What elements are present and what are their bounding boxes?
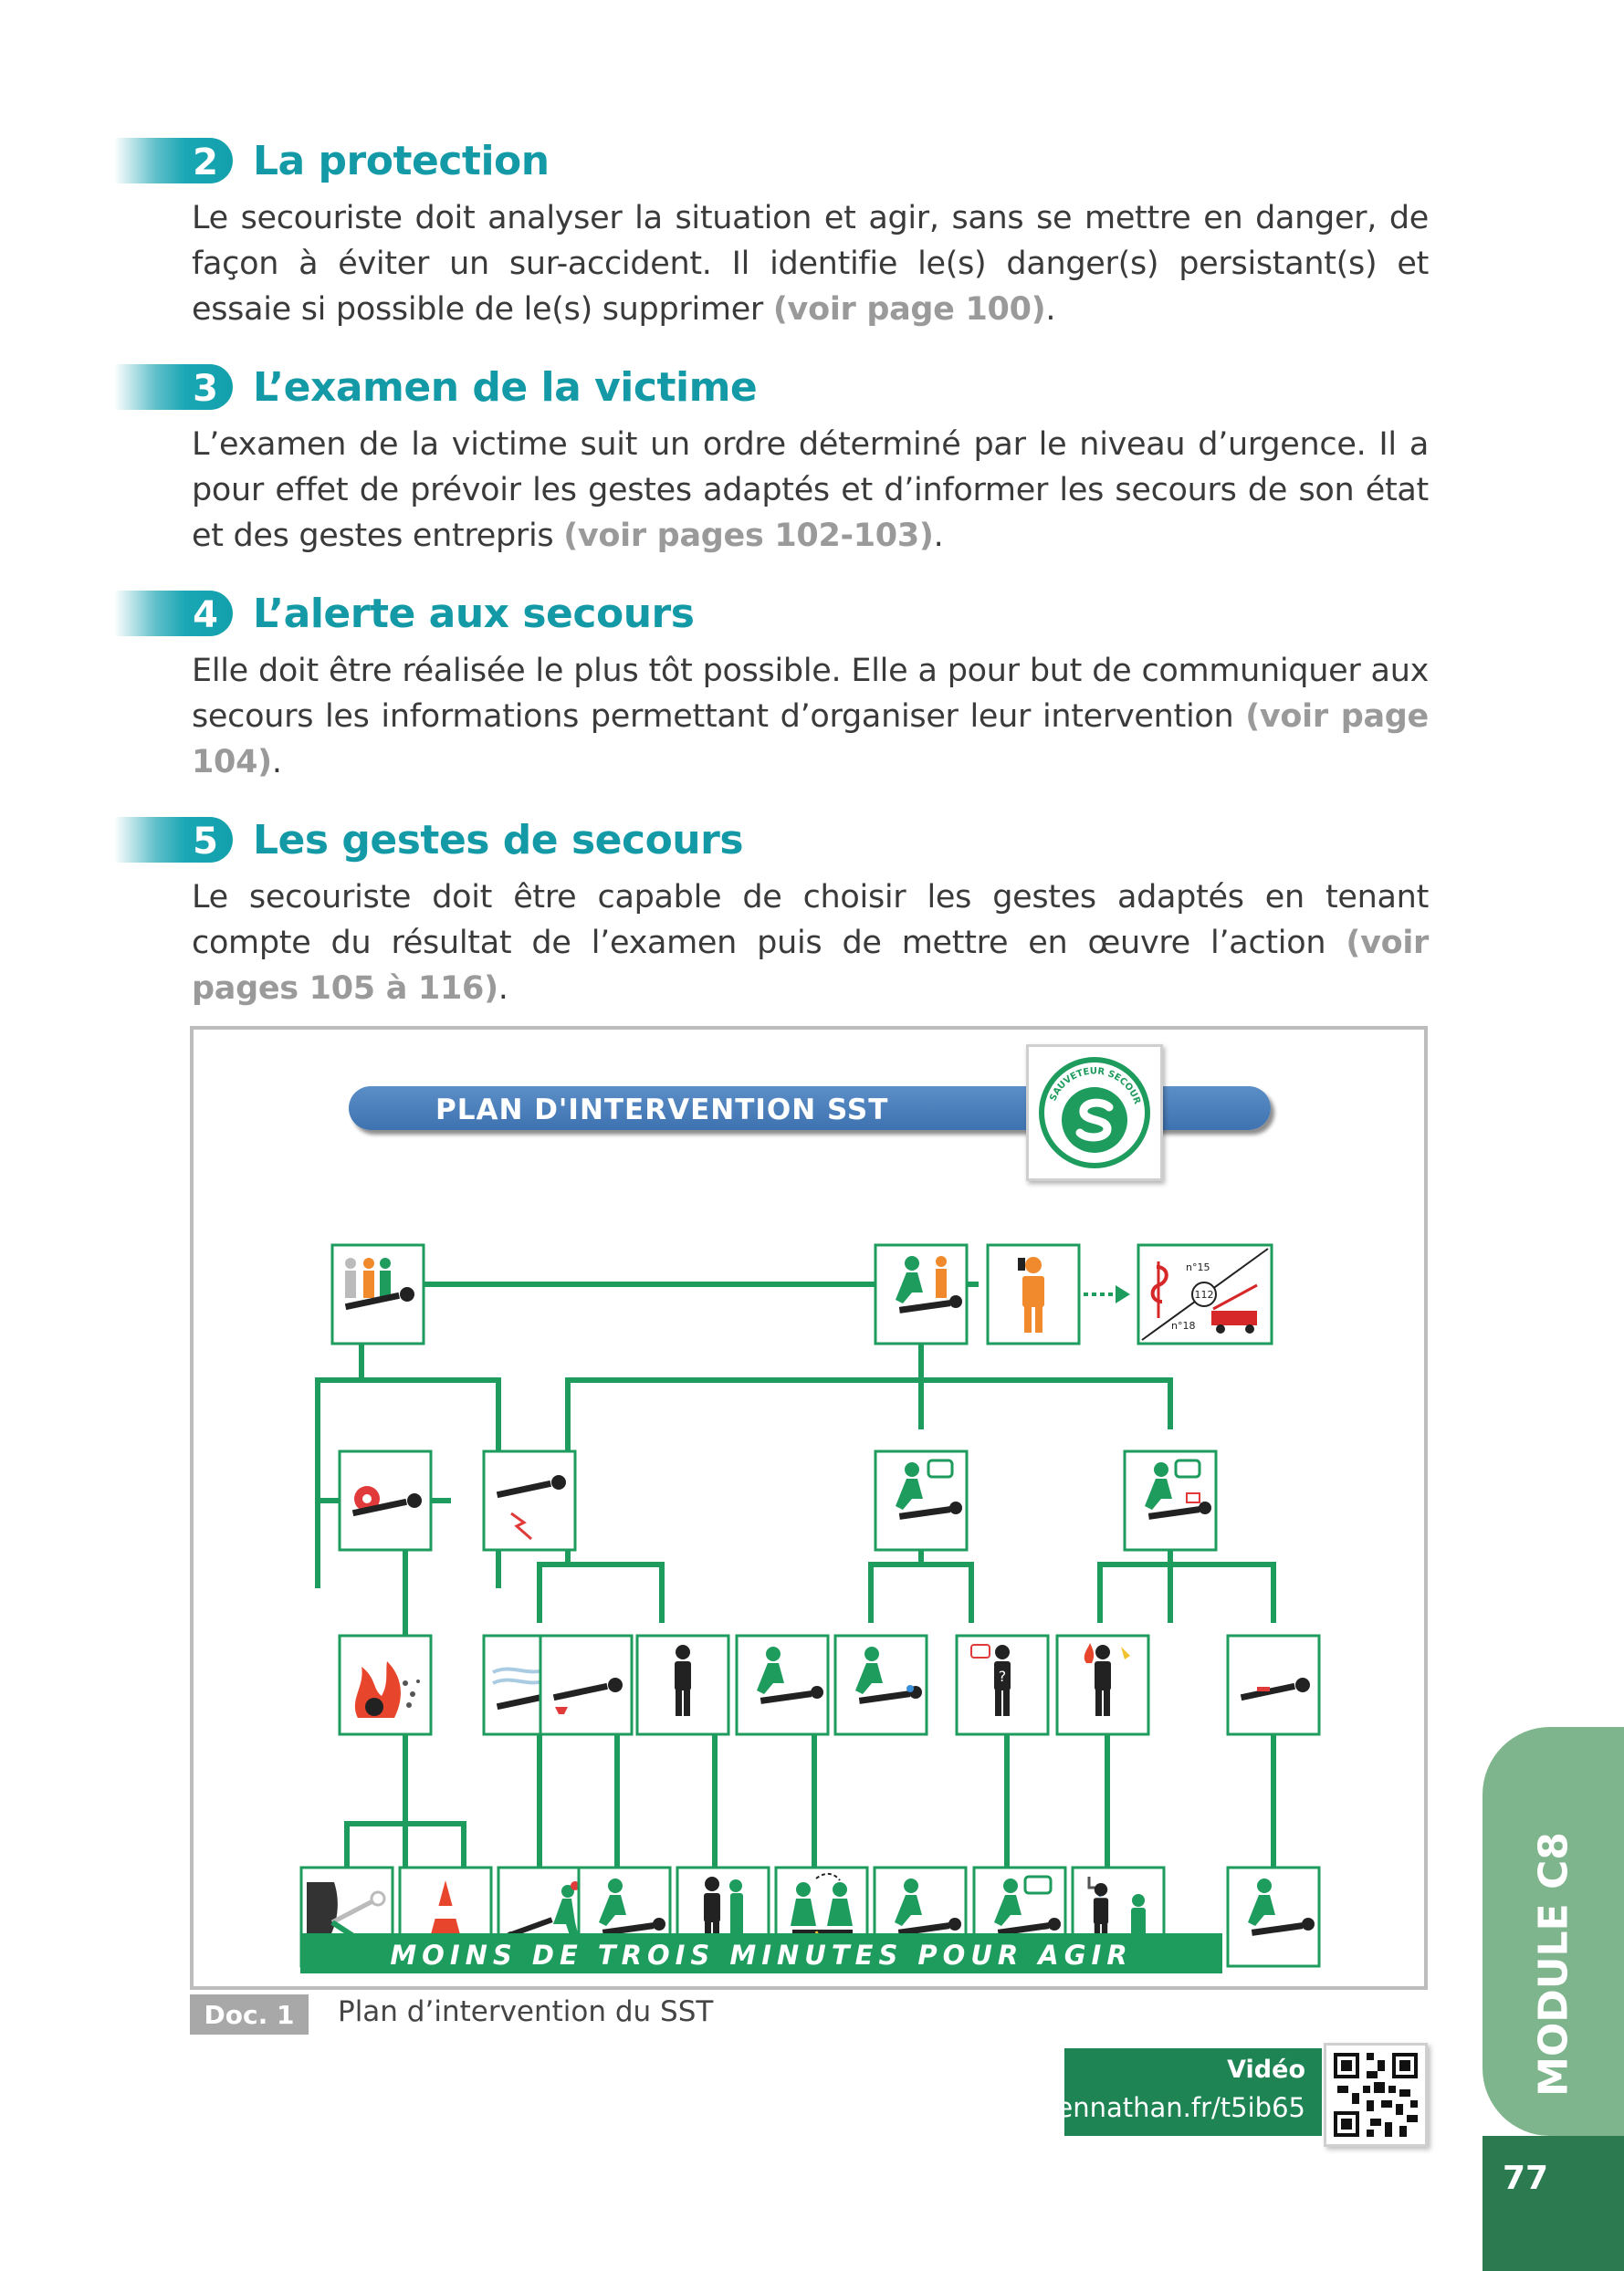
section-number-badge: 4 [114,591,233,636]
doc-label-text: Doc. 1 [204,2000,295,2030]
box-emergency-services: 112 n°15 n°18 [1137,1243,1273,1345]
box-cpr-2 [833,1634,928,1736]
section-heading: 5 Les gestes de secours [114,814,744,865]
page-reference: (voir page 104) [192,698,1429,780]
box-immobilize [1226,1866,1321,1968]
video-url[interactable]: liennathan.fr/t5ib65 [1042,2092,1305,2123]
section-number: 2 [193,141,218,183]
body-text: Le secouriste doit être capable de chois… [192,879,1429,961]
section-number-badge: 3 [114,364,233,410]
section-title: Les gestes de secours [253,816,744,863]
qr-code-graphic [1326,2046,1425,2144]
module-label: MODULE C8 [1530,1832,1577,2097]
section-title: L’alerte aux secours [253,590,695,637]
alert-number-112: 112 [1195,1289,1214,1301]
section-body: Elle doit être réalisée le plus tôt poss… [192,648,1429,785]
intervention-plan-figure: PLAN D'INTERVENTION SST SAUVETEUR SECOUR… [190,1026,1428,1990]
section-heading: 2 La protection [114,135,550,186]
section-title: La protection [253,137,550,184]
time-banner: MOINS DE TROIS MINUTES POUR AGIR [300,1933,1222,1973]
sst-logo: SAUVETEUR SECOURISTE DU TRAVAIL [1025,1040,1163,1181]
qr-code-icon[interactable] [1324,2043,1428,2147]
body-end: . [933,518,944,554]
section-number: 3 [193,368,218,410]
box-rescuer-examine [874,1243,969,1345]
box-witness [330,1243,425,1345]
module-side-tab: MODULE C8 [1483,1727,1624,2136]
section-number-badge: 2 [114,138,233,183]
box-phone-alert [986,1243,1081,1345]
plan-banner-title: PLAN D'INTERVENTION SST [435,1094,889,1126]
page-reference: (voir page 100) [772,291,1046,328]
video-link-box[interactable]: Vidéo liennathan.fr/t5ib65 [1042,2048,1322,2136]
alert-number-18: n°18 [1171,1320,1195,1332]
section-body: L’examen de la victime suit un ordre dét… [192,422,1429,559]
box-examine-talk [874,1449,969,1552]
section-number: 5 [193,821,218,863]
section-number-badge: 5 [114,817,233,863]
box-burn [1055,1634,1150,1736]
box-danger-spark [482,1449,577,1552]
page-reference: (voir pages 102-103) [563,518,934,554]
box-malaise: ? [955,1634,1050,1736]
body-end: . [498,970,508,1007]
body-end: . [1045,291,1056,328]
figure-caption: Plan d’intervention du SST [338,1995,714,2028]
doc-label: Doc. 1 [190,1994,309,2035]
box-danger-electric [338,1449,433,1552]
section-heading: 4 L’alerte aux secours [114,588,695,639]
body-text: L’examen de la victime suit un ordre dét… [192,426,1429,554]
body-text: Elle doit être réalisée le plus tôt poss… [192,653,1429,735]
page-number-box: 77 [1483,2136,1624,2271]
body-end: . [271,744,282,780]
box-cpr-1 [735,1634,830,1736]
section-title: L’examen de la victime [253,363,758,411]
section-body: Le secouriste doit analyser la situation… [192,195,1429,332]
module-label-wrap: MODULE C8 [1483,1832,1624,2097]
box-choking [635,1634,730,1736]
page-reference: (voir pages 105 à 116) [192,925,1429,1007]
box-danger-fire [338,1634,433,1736]
box-bleeding [539,1634,634,1736]
video-title: Vidéo [1227,2056,1305,2084]
box-examine-breath [1123,1449,1218,1552]
section-number: 4 [193,594,218,636]
arrow-icon [1084,1285,1130,1303]
svg-text:?: ? [999,1668,1007,1685]
page-number: 77 [1503,2160,1549,2197]
box-trauma [1226,1634,1321,1736]
sst-logo-icon: SAUVETEUR SECOURISTE DU TRAVAIL [1025,1040,1150,1168]
alert-number-15: n°15 [1186,1261,1210,1273]
time-banner-text: MOINS DE TROIS MINUTES POUR AGIR [390,1940,1133,1971]
section-body: Le secouriste doit être capable de chois… [192,874,1429,1011]
intervention-diagram: 112 n°15 n°18 [299,1243,1321,1968]
section-heading: 3 L’examen de la victime [114,361,758,413]
body-text: Le secouriste doit analyser la situation… [192,200,1429,328]
